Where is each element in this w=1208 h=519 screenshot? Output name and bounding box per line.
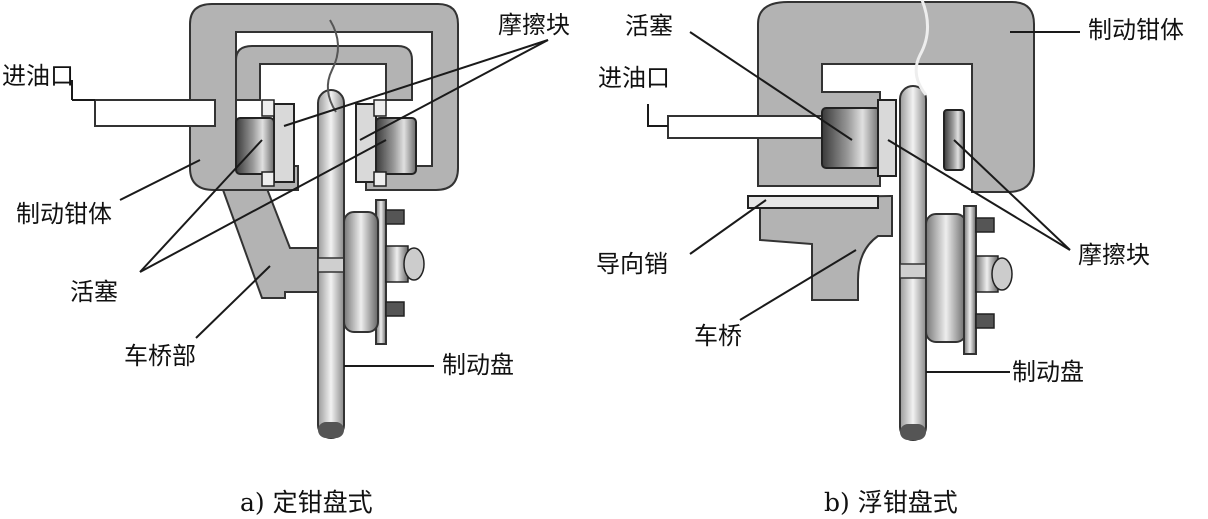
label-fixed-pads: 摩擦块: [498, 11, 570, 39]
floating-caliper-drawing: [667, 0, 1035, 441]
floating-disc-edge: [900, 424, 926, 440]
label-fixed-caliper: 制动钳体: [16, 200, 112, 228]
floating-pad-inner: [877, 99, 897, 177]
floating-guide-leader: [689, 199, 767, 255]
fixed-pad-clip-top: [261, 99, 275, 117]
fixed-caliper-leader: [119, 159, 201, 201]
fixed-pad-leader-1: [283, 39, 549, 127]
caption-floating: b) 浮钳盘式: [824, 488, 958, 517]
floating-axle-bracket: [759, 194, 893, 301]
fixed-hub-bolt-1: [385, 209, 405, 225]
fixed-piston-left: [235, 117, 275, 175]
label-fixed-disc: 制动盘: [442, 351, 514, 379]
fixed-disc-band: [317, 257, 345, 273]
floating-piston-leader: [689, 31, 853, 141]
floating-brake-disc: [899, 85, 927, 441]
fixed-leader-lines: [71, 39, 549, 367]
fixed-pad-left: [273, 103, 295, 183]
label-floating-inlet: 进油口: [598, 64, 670, 92]
floating-pad-leader-2: [953, 139, 1071, 251]
label-floating-guide-pin: 导向销: [596, 250, 668, 278]
floating-piston: [821, 107, 881, 169]
label-floating-caliper: 制动钳体: [1088, 16, 1184, 44]
floating-axle-leader: [739, 249, 857, 321]
fixed-hub-cap: [403, 247, 425, 281]
fixed-pad-clip-right-bottom: [373, 171, 387, 187]
label-fixed-inlet: 进油口: [2, 62, 74, 90]
floating-inlet-leader: [647, 104, 668, 127]
fixed-axle-leader: [195, 265, 271, 339]
floating-disc-band: [899, 263, 927, 279]
label-floating-piston: 活塞: [625, 12, 673, 40]
fixed-piston-right: [375, 117, 417, 175]
fixed-caliper-body: [189, 3, 459, 191]
label-floating-disc: 制动盘: [1012, 358, 1084, 386]
floating-pad-leader-1: [887, 139, 1071, 251]
caption-fixed: a) 定钳盘式: [240, 488, 373, 517]
floating-hub-body: [925, 213, 967, 343]
fixed-pad-clip-bottom: [261, 171, 275, 187]
floating-hub-flange: [963, 205, 977, 355]
floating-leader-lines: [647, 31, 1080, 373]
fixed-fluid-line: [326, 19, 339, 113]
fixed-inlet-pipe: [94, 99, 216, 127]
fixed-caliper-channel: [235, 45, 413, 101]
fixed-piston-leader-1: [139, 139, 263, 273]
label-floating-pads: 摩擦块: [1078, 241, 1150, 269]
label-floating-axle: 车桥: [694, 322, 742, 350]
fixed-hub-body: [343, 211, 379, 333]
floating-hub-cap: [991, 257, 1013, 291]
label-fixed-piston: 活塞: [70, 278, 118, 306]
fixed-disc-edge: [318, 422, 344, 438]
fixed-pad-leader-2: [359, 39, 549, 141]
fixed-pad-right: [355, 103, 377, 183]
floating-hub-bolt-2: [975, 313, 995, 329]
floating-hub-bolt-1: [975, 217, 995, 233]
fixed-hub-bolt-2: [385, 301, 405, 317]
floating-inlet-pipe: [667, 115, 825, 139]
floating-guide-pin: [747, 195, 879, 209]
fixed-caliper-drawing: [94, 3, 459, 439]
floating-fluid-line: [914, 0, 929, 96]
label-fixed-axle: 车桥部: [124, 342, 196, 370]
fixed-pad-clip-right-top: [373, 99, 387, 117]
fixed-piston-leader-2: [139, 139, 387, 273]
